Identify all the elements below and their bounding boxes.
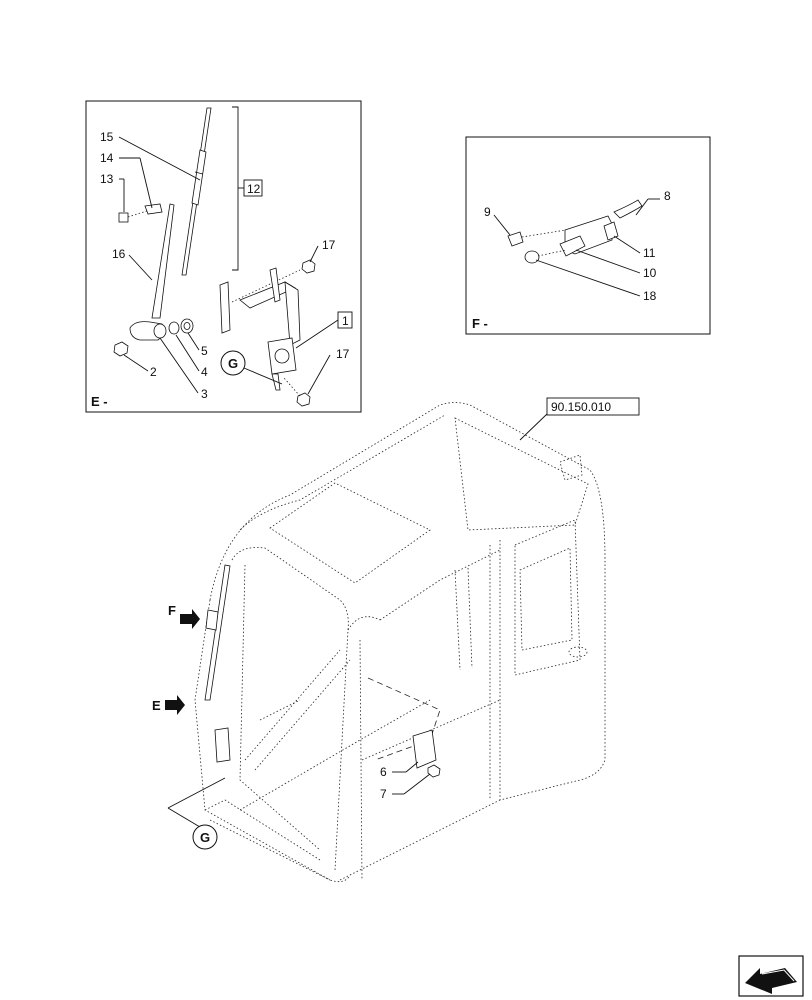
callout-16: 16: [112, 247, 126, 261]
callout-6: 6: [380, 765, 387, 779]
callout-5: 5: [201, 344, 208, 358]
view-marker-f: F: [168, 603, 200, 629]
bolt-13: [118, 209, 151, 223]
callout-12: 12: [247, 182, 261, 196]
clip-14: [144, 203, 163, 215]
detail-panel-f: 9 8 11 10 18 F -: [465, 136, 711, 335]
cab-assembly: 90.150.010: [152, 397, 640, 883]
reference-number: 90.150.010: [551, 400, 611, 414]
callout-11: 11: [643, 246, 656, 260]
view-marker-g: G: [167, 777, 226, 850]
callout-13: 13: [100, 172, 114, 186]
wiper-blade: [181, 107, 212, 276]
wiper-motor-linkage: [219, 259, 316, 407]
panel-f-label: F -: [472, 316, 488, 331]
callout-15: 15: [100, 130, 114, 144]
callout-2: 2: [150, 365, 157, 379]
reference-box: [546, 397, 640, 416]
callout-1: 1: [342, 314, 349, 328]
callout-17-bottom: 17: [336, 347, 350, 361]
arrow-right-icon: [180, 609, 200, 629]
washer-5: [180, 318, 194, 334]
callout-7: 7: [380, 787, 387, 801]
callout-box-1: [337, 311, 353, 329]
callout-14: 14: [100, 151, 114, 165]
callout-8: 8: [664, 189, 671, 203]
callout-4: 4: [201, 365, 208, 379]
spacer-3: [153, 323, 167, 339]
part-7-nut: [427, 764, 441, 778]
part-6-bracket: [412, 729, 437, 769]
view-marker-e: E: [152, 695, 185, 715]
detail-panel-e: 12: [85, 100, 362, 413]
callout-18: 18: [643, 289, 657, 303]
callout-box-12: [243, 179, 263, 197]
washer-4: [168, 321, 180, 335]
callout-3: 3: [201, 387, 208, 401]
nut-2: [113, 341, 129, 357]
view-label-f: F: [168, 603, 176, 618]
view-label-g-detail: G: [228, 356, 238, 371]
arrow-right-icon: [165, 695, 185, 715]
view-label-e: E: [152, 698, 161, 713]
callout-17-top: 17: [322, 238, 336, 252]
view-label-g: G: [200, 830, 210, 845]
view-circle-g-detail: [220, 350, 246, 376]
callout-10: 10: [643, 266, 657, 280]
callout-9: 9: [484, 205, 491, 219]
panel-e-label: E -: [91, 394, 108, 409]
next-page-arrow-icon[interactable]: [738, 955, 804, 997]
